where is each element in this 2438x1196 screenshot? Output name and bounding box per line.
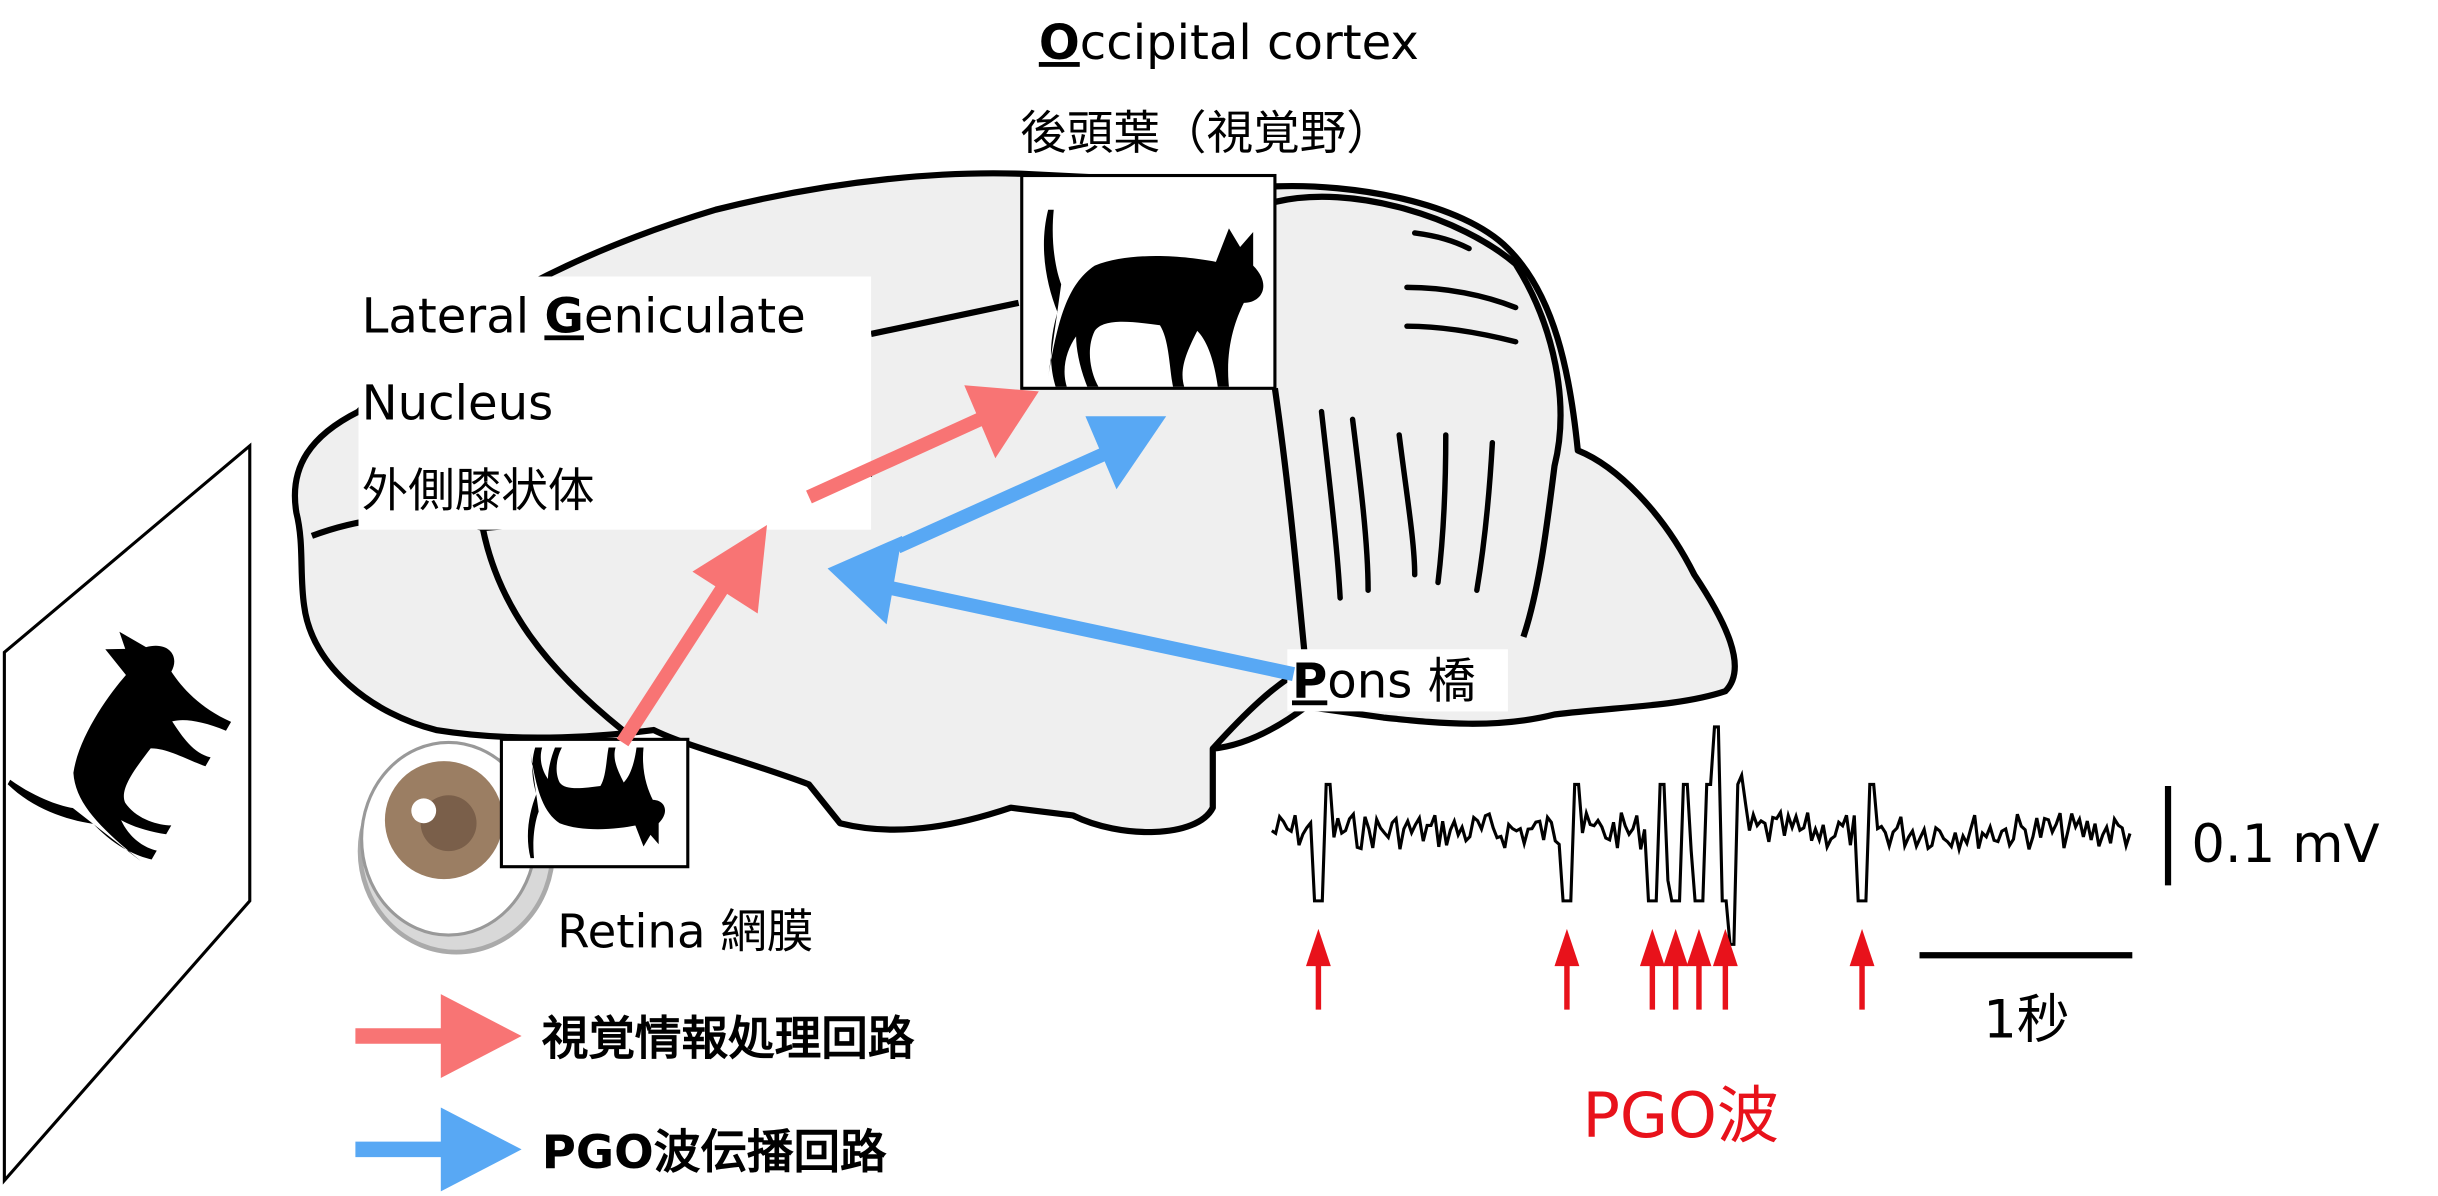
pgo-marker-arrow-icon (1849, 928, 1875, 1010)
occipital-image-box (1020, 173, 1277, 390)
voltage-scale-label: 0.1 mV (2191, 814, 2379, 875)
retina-image-box (499, 737, 690, 869)
lgn-label-ja: 外側膝状体 (362, 463, 595, 517)
pgo-pathway-arrows (827, 416, 1296, 681)
retina-label: Retina 網膜 (557, 904, 813, 958)
eeg-trace (1270, 725, 2132, 946)
pgo-arrowhead-2 (1085, 416, 1167, 490)
legend-label-pgo: PGO波伝播回路 (542, 1125, 887, 1179)
occipital-initial: O (1039, 15, 1080, 71)
visual-pathway-arrows (616, 385, 1039, 747)
svg-text:Occipital cortex: Occipital cortex (1039, 15, 1419, 71)
svg-text:Pons 橋: Pons 橋 (1292, 653, 1476, 709)
pgo-wave-label: PGO波 (1582, 1079, 1779, 1152)
legend: 視覚情報処理回路 PGO波伝播回路 (355, 994, 915, 1192)
lgn-label-line2: Nucleus (362, 375, 554, 431)
pons-initial: P (1292, 653, 1327, 709)
legend-item-visual: 視覚情報処理回路 (355, 994, 915, 1078)
pgo-marker-arrow-icon (1663, 928, 1689, 1010)
lgn-label-pre: Lateral (362, 288, 545, 344)
legend-item-pgo: PGO波伝播回路 (355, 1107, 887, 1192)
pgo-marker-arrow-icon (1554, 928, 1580, 1010)
pgo-marker-arrow-icon (1305, 928, 1331, 1010)
visual-arrowhead-2 (964, 385, 1039, 459)
pons-label-rest: ons 橋 (1327, 653, 1476, 709)
time-scale-label: 1秒 (1983, 990, 2069, 1051)
legend-label-visual: 視覚情報処理回路 (542, 1012, 915, 1066)
svg-text:Lateral Geniculate: Lateral Geniculate (362, 288, 806, 344)
occipital-label-rest: ccipital cortex (1080, 15, 1419, 71)
pgo-marker-arrow-icon (1639, 928, 1665, 1010)
pgo-arrowhead-1 (827, 535, 903, 625)
lgn-initial: G (544, 288, 584, 344)
pgo-marker-arrow-icon (1712, 928, 1738, 1010)
lgn-label-rest: eniculate (584, 288, 806, 344)
visual-stimulus-image (2, 442, 252, 1185)
cerebellum-folia (1318, 230, 1519, 601)
occipital-label-ja: 後頭葉（視覚野） (1020, 106, 1393, 160)
pgo-markers (1305, 928, 1875, 1010)
pgo-marker-arrow-icon (1686, 928, 1712, 1010)
visual-arrowhead-1 (692, 524, 768, 614)
